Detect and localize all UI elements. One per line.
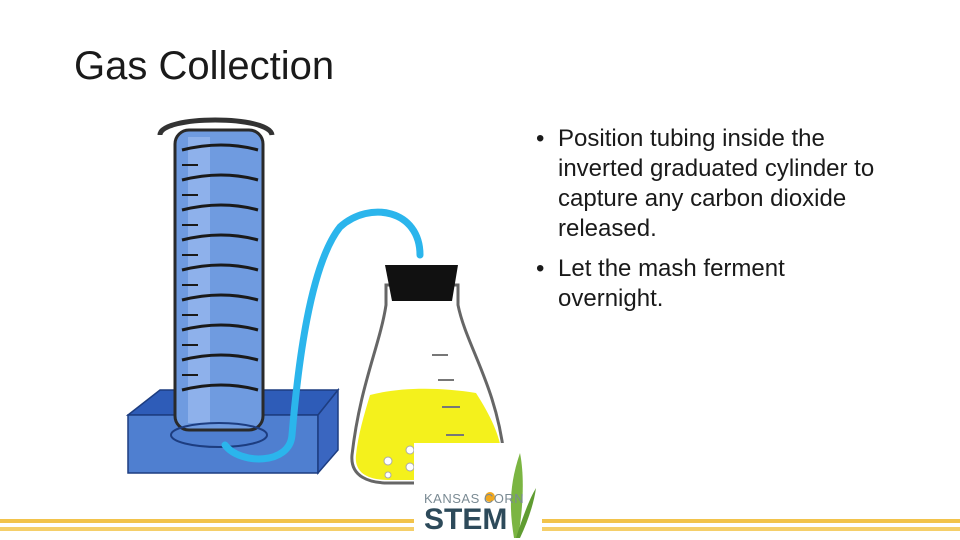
bullet-text: Let the mash ferment overnight.	[558, 255, 785, 312]
rubber-stopper	[385, 265, 458, 301]
bullet-list: • Position tubing inside the inverted gr…	[536, 124, 896, 324]
graduated-cylinder	[157, 117, 275, 448]
logo-top-text: KANSAS CORN	[424, 491, 525, 506]
delivery-tube	[221, 208, 424, 463]
bullet-marker: •	[536, 255, 545, 282]
bullet-text: Position tubing inside the inverted grad…	[558, 125, 875, 242]
bullet-marker: •	[536, 125, 545, 152]
bullet-item: • Position tubing inside the inverted gr…	[536, 124, 896, 244]
kansas-corn-stem-logo: KANSAS CORN STEM	[414, 443, 542, 540]
slide-title: Gas Collection	[74, 44, 335, 88]
corn-leaf-icon	[485, 453, 536, 538]
logo-main-text: STEM	[424, 503, 508, 536]
bullet-item: • Let the mash ferment overnight.	[536, 254, 896, 314]
